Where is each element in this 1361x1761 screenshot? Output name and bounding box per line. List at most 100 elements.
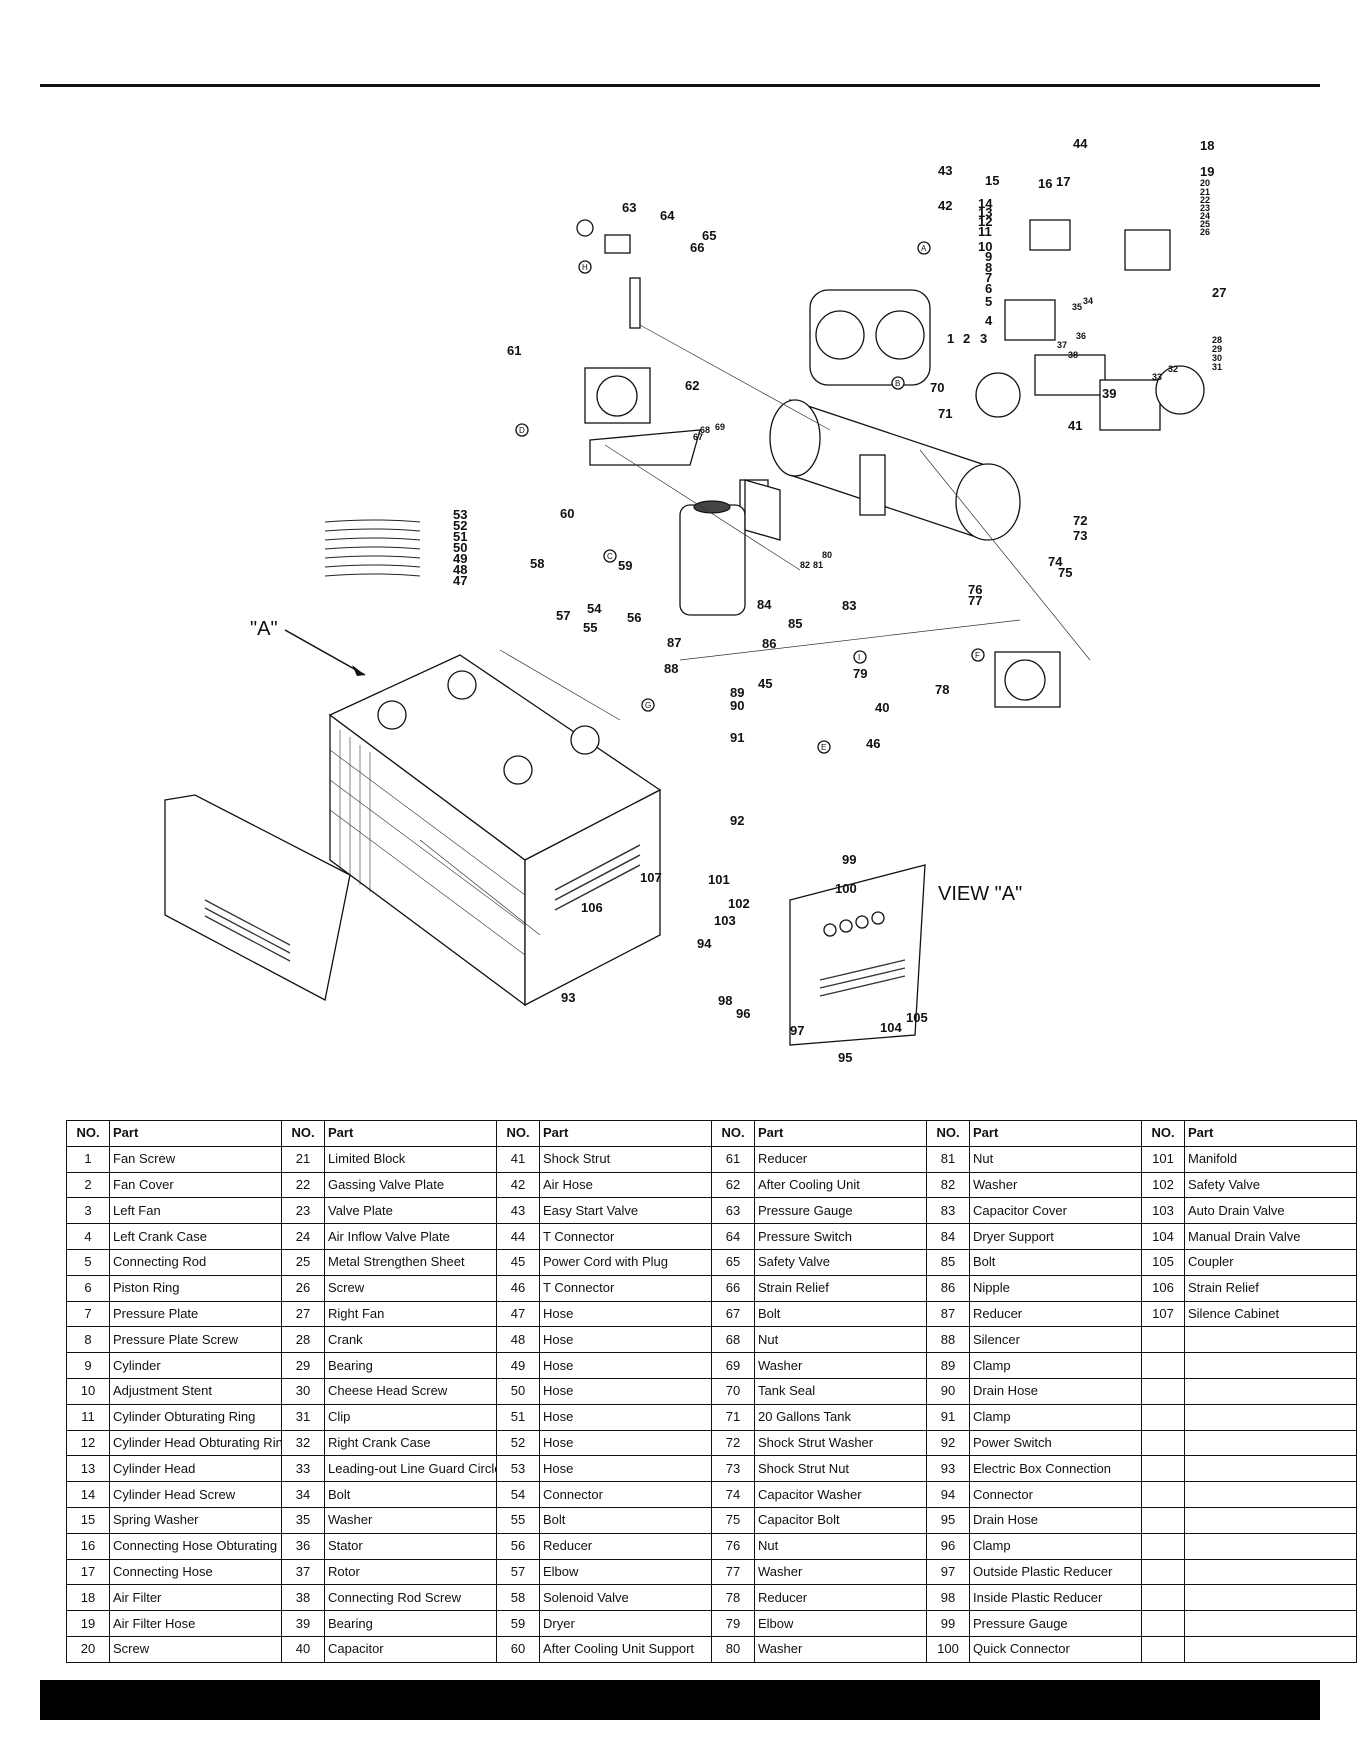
part-name [1184, 1429, 1357, 1457]
view-a-pointer-label: "A" [250, 618, 278, 640]
callout-9: 9 [985, 249, 992, 264]
part-number [1141, 1584, 1185, 1612]
part-name: Quick Connector [969, 1635, 1142, 1663]
callout-22: 22 [1200, 195, 1210, 205]
part-number: 55 [496, 1506, 540, 1534]
part-number: 13 [66, 1455, 110, 1483]
part-number [1141, 1610, 1185, 1637]
part-name: Manual Drain Valve [1184, 1223, 1357, 1250]
part-name: Tank Seal [754, 1377, 927, 1405]
part-name: Metal Strengthen Sheet [324, 1248, 497, 1276]
part-name: Easy Start Valve [539, 1197, 712, 1225]
part-number: 68 [711, 1326, 755, 1354]
part-name: Washer [754, 1635, 927, 1663]
part-name: Bolt [324, 1481, 497, 1508]
part-name: Reducer [969, 1300, 1142, 1328]
part-number: 22 [281, 1171, 325, 1199]
header-no: NO. [281, 1120, 325, 1147]
compressor-drawing [809, 219, 1205, 431]
callout-7: 7 [985, 270, 992, 285]
callout-19: 19 [1200, 164, 1214, 179]
part-number: 36 [281, 1532, 325, 1560]
part-number [1141, 1506, 1185, 1534]
part-name [1184, 1635, 1357, 1663]
part-number: 51 [496, 1403, 540, 1431]
part-name: Washer [754, 1558, 927, 1586]
callout-23: 23 [1200, 203, 1210, 213]
callout-14: 14 [978, 196, 993, 211]
part-name: Hose [539, 1377, 712, 1405]
part-number: 100 [926, 1635, 970, 1663]
silence-cabinet-drawing [328, 654, 662, 1007]
callout-17: 17 [1056, 174, 1070, 189]
part-number: 52 [496, 1429, 540, 1457]
callout-33: 33 [1152, 372, 1162, 382]
part-number: 66 [711, 1274, 755, 1302]
callout-106: 106 [581, 900, 603, 915]
part-name [1184, 1326, 1357, 1354]
dryer-drawing [679, 479, 781, 616]
callout-42: 42 [938, 198, 952, 213]
callout-2: 2 [963, 331, 970, 346]
part-number: 96 [926, 1532, 970, 1560]
part-name [1184, 1584, 1357, 1612]
part-name: Gassing Valve Plate [324, 1171, 497, 1199]
view-a-arrowhead [352, 665, 365, 676]
part-number: 47 [496, 1300, 540, 1328]
part-number: 73 [711, 1455, 755, 1483]
part-name: Nipple [969, 1274, 1142, 1302]
part-number: 60 [496, 1635, 540, 1663]
part-number: 17 [66, 1558, 110, 1586]
header-part: Part [754, 1120, 927, 1147]
callout-107: 107 [640, 870, 662, 885]
part-number: 82 [926, 1171, 970, 1199]
callout-94: 94 [697, 936, 712, 951]
part-name: Cylinder Head Screw [109, 1481, 282, 1508]
part-name: Clamp [969, 1532, 1142, 1560]
part-number: 26 [281, 1274, 325, 1302]
callout-83: 83 [842, 598, 856, 613]
part-number: 41 [496, 1145, 540, 1173]
callout-78: 78 [935, 682, 949, 697]
header-no: NO. [1141, 1120, 1185, 1147]
part-number: 86 [926, 1274, 970, 1302]
part-number: 8 [66, 1326, 110, 1354]
top-rule [40, 84, 1320, 87]
callout-36: 36 [1076, 331, 1086, 341]
callout-73: 73 [1073, 528, 1087, 543]
part-number: 93 [926, 1455, 970, 1483]
part-name: Strain Relief [754, 1274, 927, 1302]
part-name: Bearing [324, 1352, 497, 1379]
part-number: 97 [926, 1558, 970, 1586]
part-name: T Connector [539, 1274, 712, 1302]
part-number [1141, 1326, 1185, 1354]
part-number: 34 [281, 1481, 325, 1508]
part-number: 44 [496, 1223, 540, 1250]
part-name: Left Fan [109, 1197, 282, 1225]
part-name: Fan Screw [109, 1145, 282, 1173]
part-name: Clamp [969, 1352, 1142, 1379]
callout-71: 71 [938, 406, 952, 421]
callout-76: 76 [968, 582, 982, 597]
view-a-panel-drawing [789, 864, 926, 1046]
part-name: Cylinder Head [109, 1455, 282, 1483]
part-name: Hose [539, 1300, 712, 1328]
part-name: Hose [539, 1352, 712, 1379]
part-name: Outside Plastic Reducer [969, 1558, 1142, 1586]
part-name: Washer [324, 1506, 497, 1534]
part-name: Hose [539, 1455, 712, 1483]
view-a-title: VIEW "A" [938, 883, 1022, 905]
callout-11: 11 [978, 224, 992, 239]
callout-41: 41 [1068, 418, 1082, 433]
part-name: Power Switch [969, 1429, 1142, 1457]
assembly-lines [419, 324, 1091, 936]
part-number: 35 [281, 1506, 325, 1534]
part-number: 101 [1141, 1145, 1185, 1173]
part-number: 6 [66, 1274, 110, 1302]
connector-h: H [582, 263, 588, 272]
bottom-bar [40, 1680, 1320, 1720]
header-part: Part [539, 1120, 712, 1147]
